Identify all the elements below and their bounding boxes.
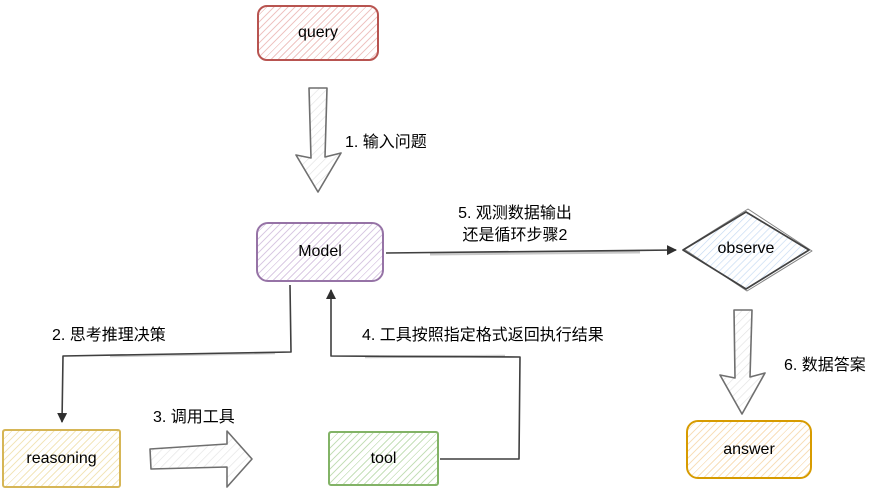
node-tool: tool: [328, 431, 439, 486]
observe-diamond-sketch-stroke: [683, 208, 813, 292]
edge-label-step5-line1: 5. 观测数据输出: [458, 205, 572, 222]
edge-tool-to-model: [326, 289, 521, 460]
edge5-sketch-underlay: [429, 250, 641, 256]
block-arrow-observe-to-answer: [719, 309, 766, 415]
edge-label-step1: 1. 输入问题: [345, 134, 427, 151]
node-reasoning: reasoning: [2, 429, 121, 488]
edge-model-to-reasoning: [57, 284, 292, 423]
node-model-label: Model: [298, 243, 342, 260]
edge-label-step2: 2. 思考推理决策: [52, 327, 166, 344]
node-observe-label: observe: [717, 240, 775, 257]
node-reasoning-label: reasoning: [26, 449, 97, 467]
edge-label-step6: 6. 数据答案: [784, 357, 866, 374]
node-answer: answer: [686, 420, 812, 479]
block-arrow-reasoning-to-tool: [149, 430, 253, 488]
edge-label-step4: 4. 工具按照指定格式返回执行结果: [362, 327, 604, 344]
node-answer-label: answer: [723, 440, 775, 458]
edge-model-to-observe: [385, 245, 677, 256]
edge-label-step5-line2: 还是循环步骤2: [462, 227, 568, 244]
node-tool-label: tool: [370, 449, 397, 467]
block-arrow-query-to-model: [295, 87, 342, 193]
node-query: query: [257, 5, 379, 61]
node-model: Model: [256, 222, 384, 282]
node-query-label: query: [297, 24, 339, 41]
edge-label-step5: 5. 观测数据输出 还是循环步骤2: [425, 203, 605, 247]
edge-label-step3: 3. 调用工具: [153, 409, 235, 426]
